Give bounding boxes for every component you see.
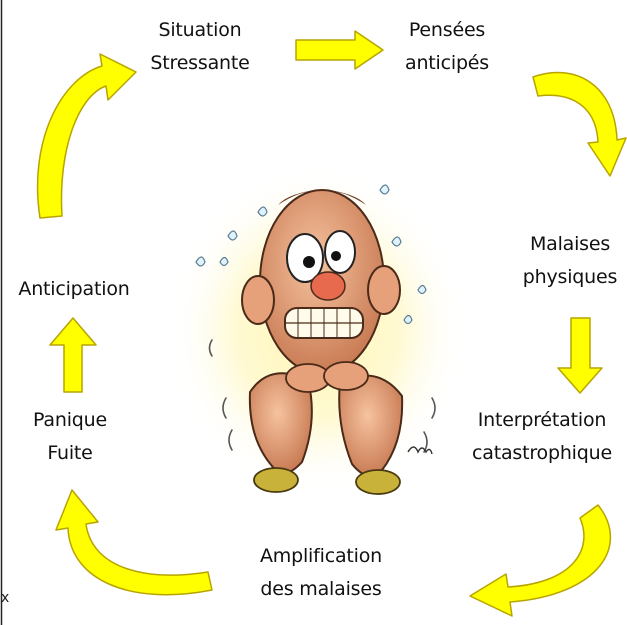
node-interpretation-catastrophique: Interprétation catastrophique [462, 404, 622, 470]
arrow-malaises-to-interpretation [558, 318, 602, 393]
node-situation-line-2: Stressante [140, 47, 260, 80]
arrow-anticipation-to-situation [38, 54, 136, 218]
node-pensees-line-2: anticipés [392, 47, 502, 80]
arrow-situation-to-pensees [296, 31, 383, 69]
node-panique-fuite: Panique Fuite [14, 404, 126, 470]
node-malaises-line-1: Malaises [516, 228, 624, 261]
node-amplification-line-1: Amplification [246, 540, 396, 573]
node-panique-line-2: Fuite [14, 437, 126, 470]
node-anticipation-line-1: Anticipation [6, 273, 142, 306]
arrow-amplification-to-panique [56, 490, 212, 595]
arrow-interpretation-to-amplification [470, 505, 610, 616]
arrow-pensees-to-malaises [533, 73, 626, 176]
node-malaises-physiques: Malaises physiques [516, 228, 624, 294]
node-situation-line-1: Situation [140, 14, 260, 47]
node-anticipation: Anticipation [6, 273, 142, 306]
node-interpretation-line-1: Interprétation [462, 404, 622, 437]
node-pensees-line-1: Pensées [392, 14, 502, 47]
stray-x-mark: x [1, 590, 9, 606]
anxious-cartoon-man-icon [168, 165, 468, 495]
node-interpretation-line-2: catastrophique [462, 437, 622, 470]
node-malaises-line-2: physiques [516, 261, 624, 294]
node-situation-stressante: Situation Stressante [140, 14, 260, 80]
node-pensees-anticipes: Pensées anticipés [392, 14, 502, 80]
node-amplification-des-malaises: Amplification des malaises [246, 540, 396, 606]
arrow-panique-to-anticipation [50, 318, 96, 392]
node-amplification-line-2: des malaises [246, 573, 396, 606]
node-panique-line-1: Panique [14, 404, 126, 437]
